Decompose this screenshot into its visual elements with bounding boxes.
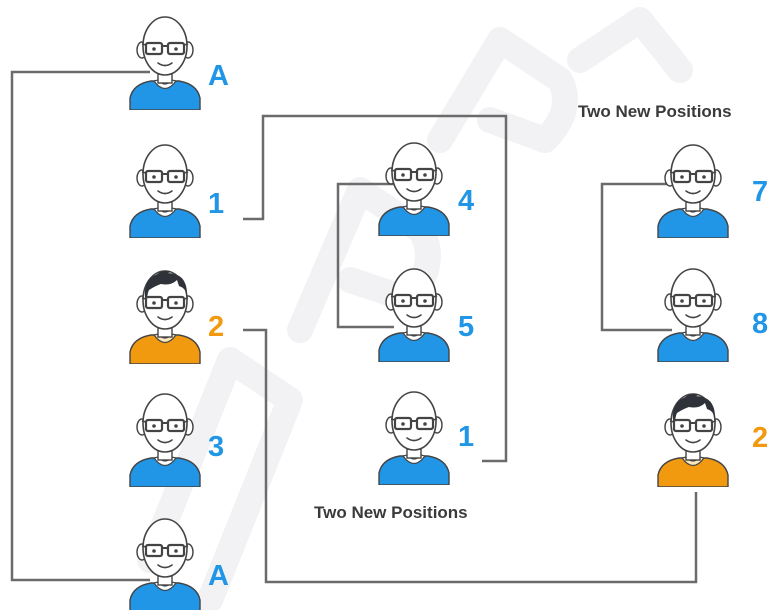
caption-right: Two New Positions (578, 102, 732, 121)
person-label: A (208, 560, 229, 592)
caption-middle: Two New Positions (314, 503, 468, 522)
connector-a-loop (10, 70, 150, 582)
connector-1-swap (243, 114, 508, 463)
person-label: 1 (458, 421, 475, 453)
person-icon (127, 387, 203, 487)
person-label: 8 (752, 308, 769, 340)
person-icon (127, 512, 203, 610)
person-label: 2 (752, 422, 769, 454)
person-label: A (208, 60, 229, 92)
person-label: 3 (208, 431, 225, 463)
connector-4-5 (336, 182, 394, 329)
person-label: 4 (458, 185, 475, 217)
person-icon (655, 138, 731, 238)
person-icon (127, 264, 203, 364)
person-icon (655, 262, 731, 362)
person-label: 5 (458, 311, 475, 343)
person-icon (376, 385, 452, 485)
person-label: 7 (752, 176, 769, 208)
person-icon (376, 136, 452, 236)
connector-2-swap (243, 328, 698, 584)
person-label: 1 (208, 188, 225, 220)
person-icon (127, 138, 203, 238)
person-icon (376, 262, 452, 362)
person-icon (655, 387, 731, 487)
connector-7-8 (600, 182, 672, 332)
person-icon (127, 10, 203, 110)
person-label: 2 (208, 311, 225, 343)
